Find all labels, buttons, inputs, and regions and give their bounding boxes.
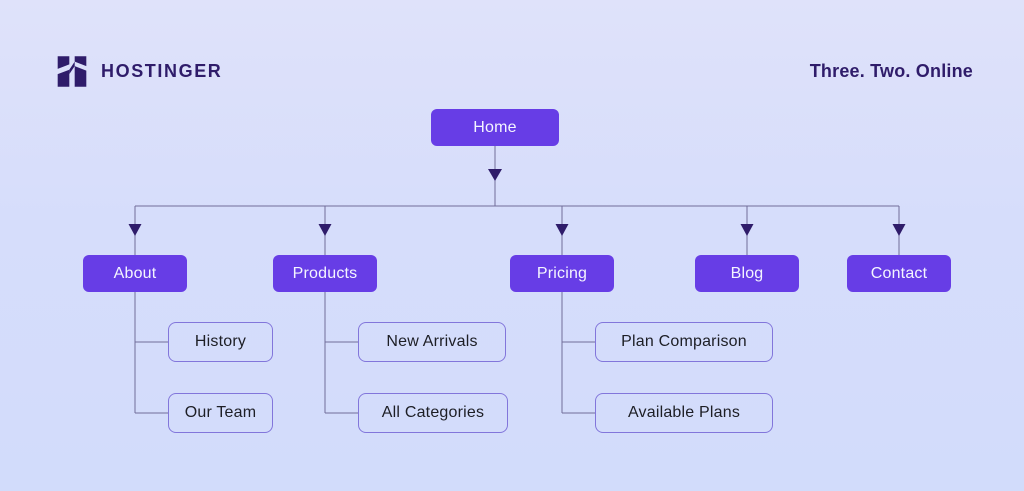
- node-all-categories: All Categories: [358, 393, 508, 433]
- node-history: History: [168, 322, 273, 362]
- node-blog: Blog: [695, 255, 799, 292]
- node-available-plans: Available Plans: [595, 393, 773, 433]
- node-our-team: Our Team: [168, 393, 273, 433]
- node-pricing: Pricing: [510, 255, 614, 292]
- node-plan-comparison: Plan Comparison: [595, 322, 773, 362]
- node-products: Products: [273, 255, 377, 292]
- arrowhead-down-icon: [318, 224, 332, 236]
- arrowhead-down-icon: [892, 224, 906, 236]
- node-about: About: [83, 255, 187, 292]
- hostinger-logo-icon: [57, 56, 87, 87]
- arrowhead-down-icon: [740, 224, 754, 236]
- node-contact: Contact: [847, 255, 951, 292]
- brand: HOSTINGER: [55, 53, 222, 90]
- arrowhead-down-icon: [128, 224, 142, 236]
- node-home: Home: [431, 109, 559, 146]
- arrowhead-down-icon: [488, 169, 502, 181]
- brand-tagline: Three. Two. Online: [809, 61, 973, 81]
- arrowhead-down-icon: [555, 224, 569, 236]
- node-new-arrivals: New Arrivals: [358, 322, 506, 362]
- brand-wordmark: HOSTINGER: [101, 61, 223, 81]
